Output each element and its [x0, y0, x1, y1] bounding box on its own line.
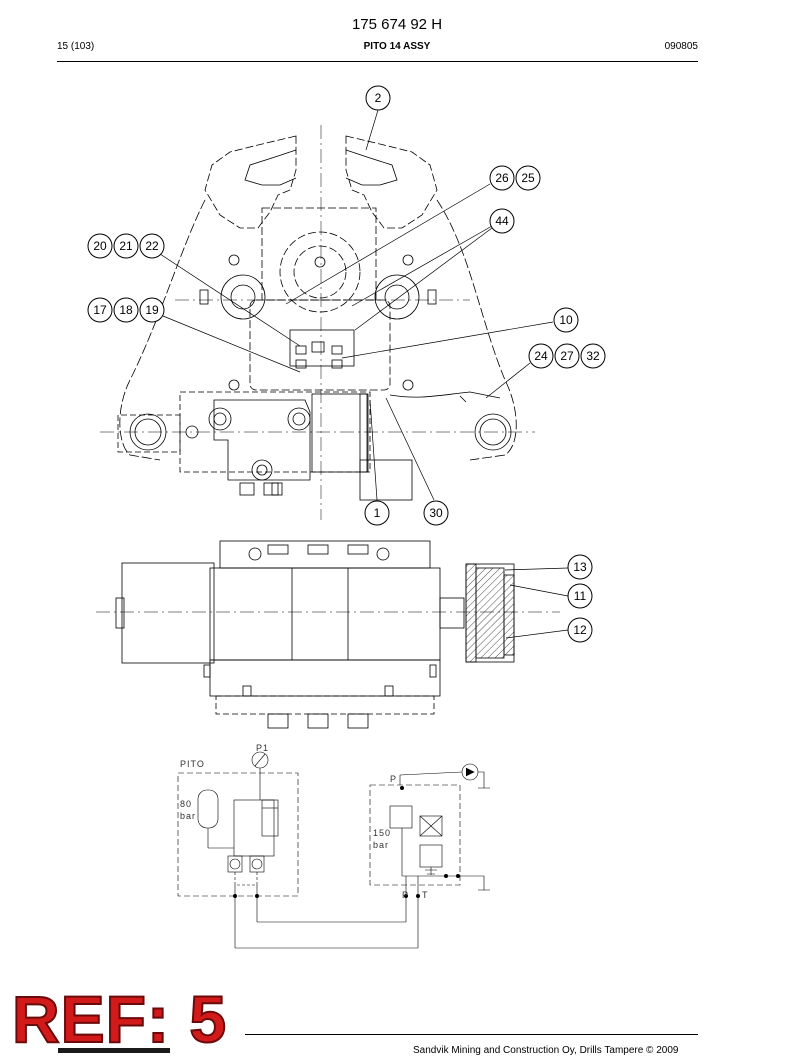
svg-text:1: 1	[374, 506, 381, 520]
document-number: 175 674 92 H	[351, 16, 443, 33]
svg-text:44: 44	[495, 214, 509, 228]
relief-pressure: 150	[373, 828, 391, 838]
svg-text:30: 30	[429, 506, 443, 520]
svg-text:20: 20	[93, 239, 107, 253]
svg-text:26: 26	[495, 171, 509, 185]
balloon-17: 17	[87, 297, 113, 323]
port-p-bottom: P	[402, 890, 409, 900]
balloon-24: 24	[528, 343, 554, 369]
svg-text:24: 24	[534, 349, 548, 363]
svg-text:10: 10	[559, 313, 573, 327]
leader-lines	[159, 109, 569, 639]
balloon-26: 26	[489, 165, 515, 191]
balloon-30: 30	[423, 500, 449, 526]
footer-copyright: Sandvik Mining and Construction Oy, Dril…	[413, 1045, 679, 1056]
balloon-2: 2	[365, 85, 391, 111]
balloon-10: 10	[553, 307, 579, 333]
page-reference: 15 (103)	[57, 41, 95, 52]
svg-text:19: 19	[145, 303, 159, 317]
hydraulic-schematic	[177, 751, 490, 949]
assembly-title: PITO 14 ASSY	[363, 41, 431, 52]
svg-text:17: 17	[93, 303, 107, 317]
top-view-assembly	[100, 125, 535, 520]
balloon-19: 19	[139, 297, 165, 323]
header-divider	[57, 61, 698, 62]
svg-text:13: 13	[573, 560, 587, 574]
company-logo	[58, 1048, 170, 1053]
balloon-44: 44	[489, 208, 515, 234]
port-p-top: P	[390, 774, 397, 784]
svg-text:22: 22	[145, 239, 159, 253]
side-view-assembly	[96, 540, 560, 729]
svg-text:27: 27	[560, 349, 574, 363]
port-t: T	[422, 890, 429, 900]
accumulator-pressure: 80	[180, 799, 192, 809]
svg-text:25: 25	[521, 171, 535, 185]
schematic-junctions	[233, 786, 460, 898]
svg-text:12: 12	[573, 623, 587, 637]
svg-text:32: 32	[586, 349, 600, 363]
balloon-13: 13	[567, 554, 593, 580]
accumulator-unit: bar	[180, 811, 196, 821]
svg-text:2: 2	[375, 91, 382, 105]
footer-divider	[245, 1034, 698, 1035]
balloon-25: 25	[515, 165, 541, 191]
relief-unit: bar	[373, 840, 389, 850]
balloon-21: 21	[113, 233, 139, 259]
balloon-12: 12	[567, 617, 593, 643]
balloon-1: 1	[364, 500, 390, 526]
schematic-label-gauge: P1	[256, 743, 269, 753]
date-code: 090805	[664, 41, 698, 52]
schematic-label-pito: PITO	[180, 759, 205, 769]
balloon-22: 22	[139, 233, 165, 259]
balloon-32: 32	[580, 343, 606, 369]
balloon-20: 20	[87, 233, 113, 259]
svg-text:21: 21	[119, 239, 133, 253]
svg-text:11: 11	[574, 589, 587, 603]
svg-text:18: 18	[119, 303, 133, 317]
reference-stamp: REF: 5	[11, 982, 228, 1056]
balloon-18: 18	[113, 297, 139, 323]
balloon-11: 11	[567, 583, 593, 609]
balloon-27: 27	[554, 343, 580, 369]
